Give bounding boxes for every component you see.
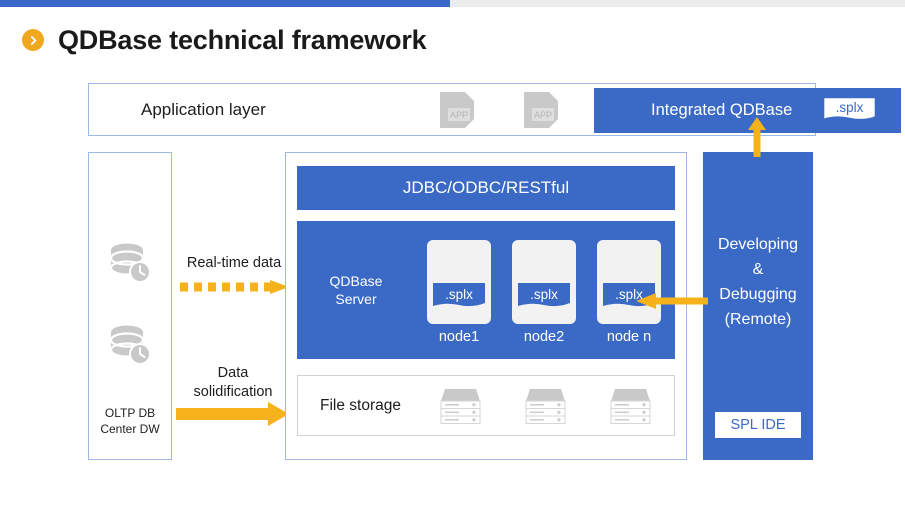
data-solidification-arrow [176, 402, 290, 426]
integrated-qdbase-bar: Integrated QDBase .splx [594, 88, 901, 133]
node-box: .splx [512, 240, 576, 324]
splx-badge-text: .splx [445, 286, 473, 302]
node-box: .splx [597, 240, 661, 324]
server-rack-icon [608, 386, 653, 426]
server-rack-icon [523, 386, 568, 426]
splx-file-badge: .splx [518, 283, 570, 309]
splx-badge-text: .splx [530, 286, 558, 302]
file-storage-label: File storage [320, 396, 401, 414]
page-title: QDBase technical framework [58, 24, 427, 55]
node-label: node n [606, 329, 652, 345]
splx-badge-text: .splx [615, 286, 643, 302]
page-header: QDBase technical framework [22, 20, 427, 60]
qdbase-server-panel: JDBC/ODBC/RESTful QDBase Server .splx no… [285, 152, 687, 460]
deploy-up-arrow [748, 117, 766, 157]
splx-badge-text: .splx [835, 100, 864, 116]
top-progress-fill [0, 0, 450, 7]
data-source-caption-line2: Center DW [100, 422, 160, 436]
database-clock-icon [106, 323, 154, 369]
svg-text:APP: APP [534, 110, 552, 120]
top-progress-track [0, 0, 905, 7]
qdbase-server-label-line2: Server [335, 291, 377, 307]
app-document-icon: APP [439, 91, 475, 129]
database-clock-icon [106, 241, 154, 287]
node-box: .splx [427, 240, 491, 324]
application-layer-label: Application layer [141, 99, 266, 119]
qdbase-server-label-line1: QDBase [329, 273, 383, 289]
file-storage-box: File storage [297, 375, 675, 436]
node-label: node2 [523, 329, 565, 345]
splx-file-badge: .splx [433, 283, 485, 309]
integrated-qdbase-label: Integrated QDBase [651, 101, 793, 119]
realtime-data-label: Real-time data [186, 255, 282, 271]
qdbase-server-label: QDBase Server [315, 272, 397, 308]
data-source-panel: OLTP DB Center DW [88, 152, 172, 460]
splx-file-badge: .splx [822, 96, 877, 123]
data-source-caption-line1: OLTP DB [104, 406, 156, 420]
app-document-icon: APP [523, 91, 559, 129]
developing-debugging-panel: Developing & Debugging (Remote) SPL IDE [703, 152, 813, 460]
interface-bar: JDBC/ODBC/RESTful [297, 166, 675, 210]
application-layer-panel: Application layer APP APP Integrated QDB… [88, 83, 901, 136]
chevron-right-circle-icon [22, 29, 44, 51]
debug-left-arrow [636, 293, 708, 309]
realtime-data-arrow [178, 279, 290, 295]
node-label: node1 [438, 329, 480, 345]
developing-debugging-title: Developing & Debugging (Remote) [717, 236, 799, 328]
qdbase-server-block: QDBase Server .splx node1 .splx node2 [297, 221, 675, 359]
data-source-caption: OLTP DB Center DW [89, 405, 171, 437]
svg-text:APP: APP [450, 110, 468, 120]
server-rack-icon [438, 386, 483, 426]
spl-ide-button[interactable]: SPL IDE [715, 412, 801, 438]
